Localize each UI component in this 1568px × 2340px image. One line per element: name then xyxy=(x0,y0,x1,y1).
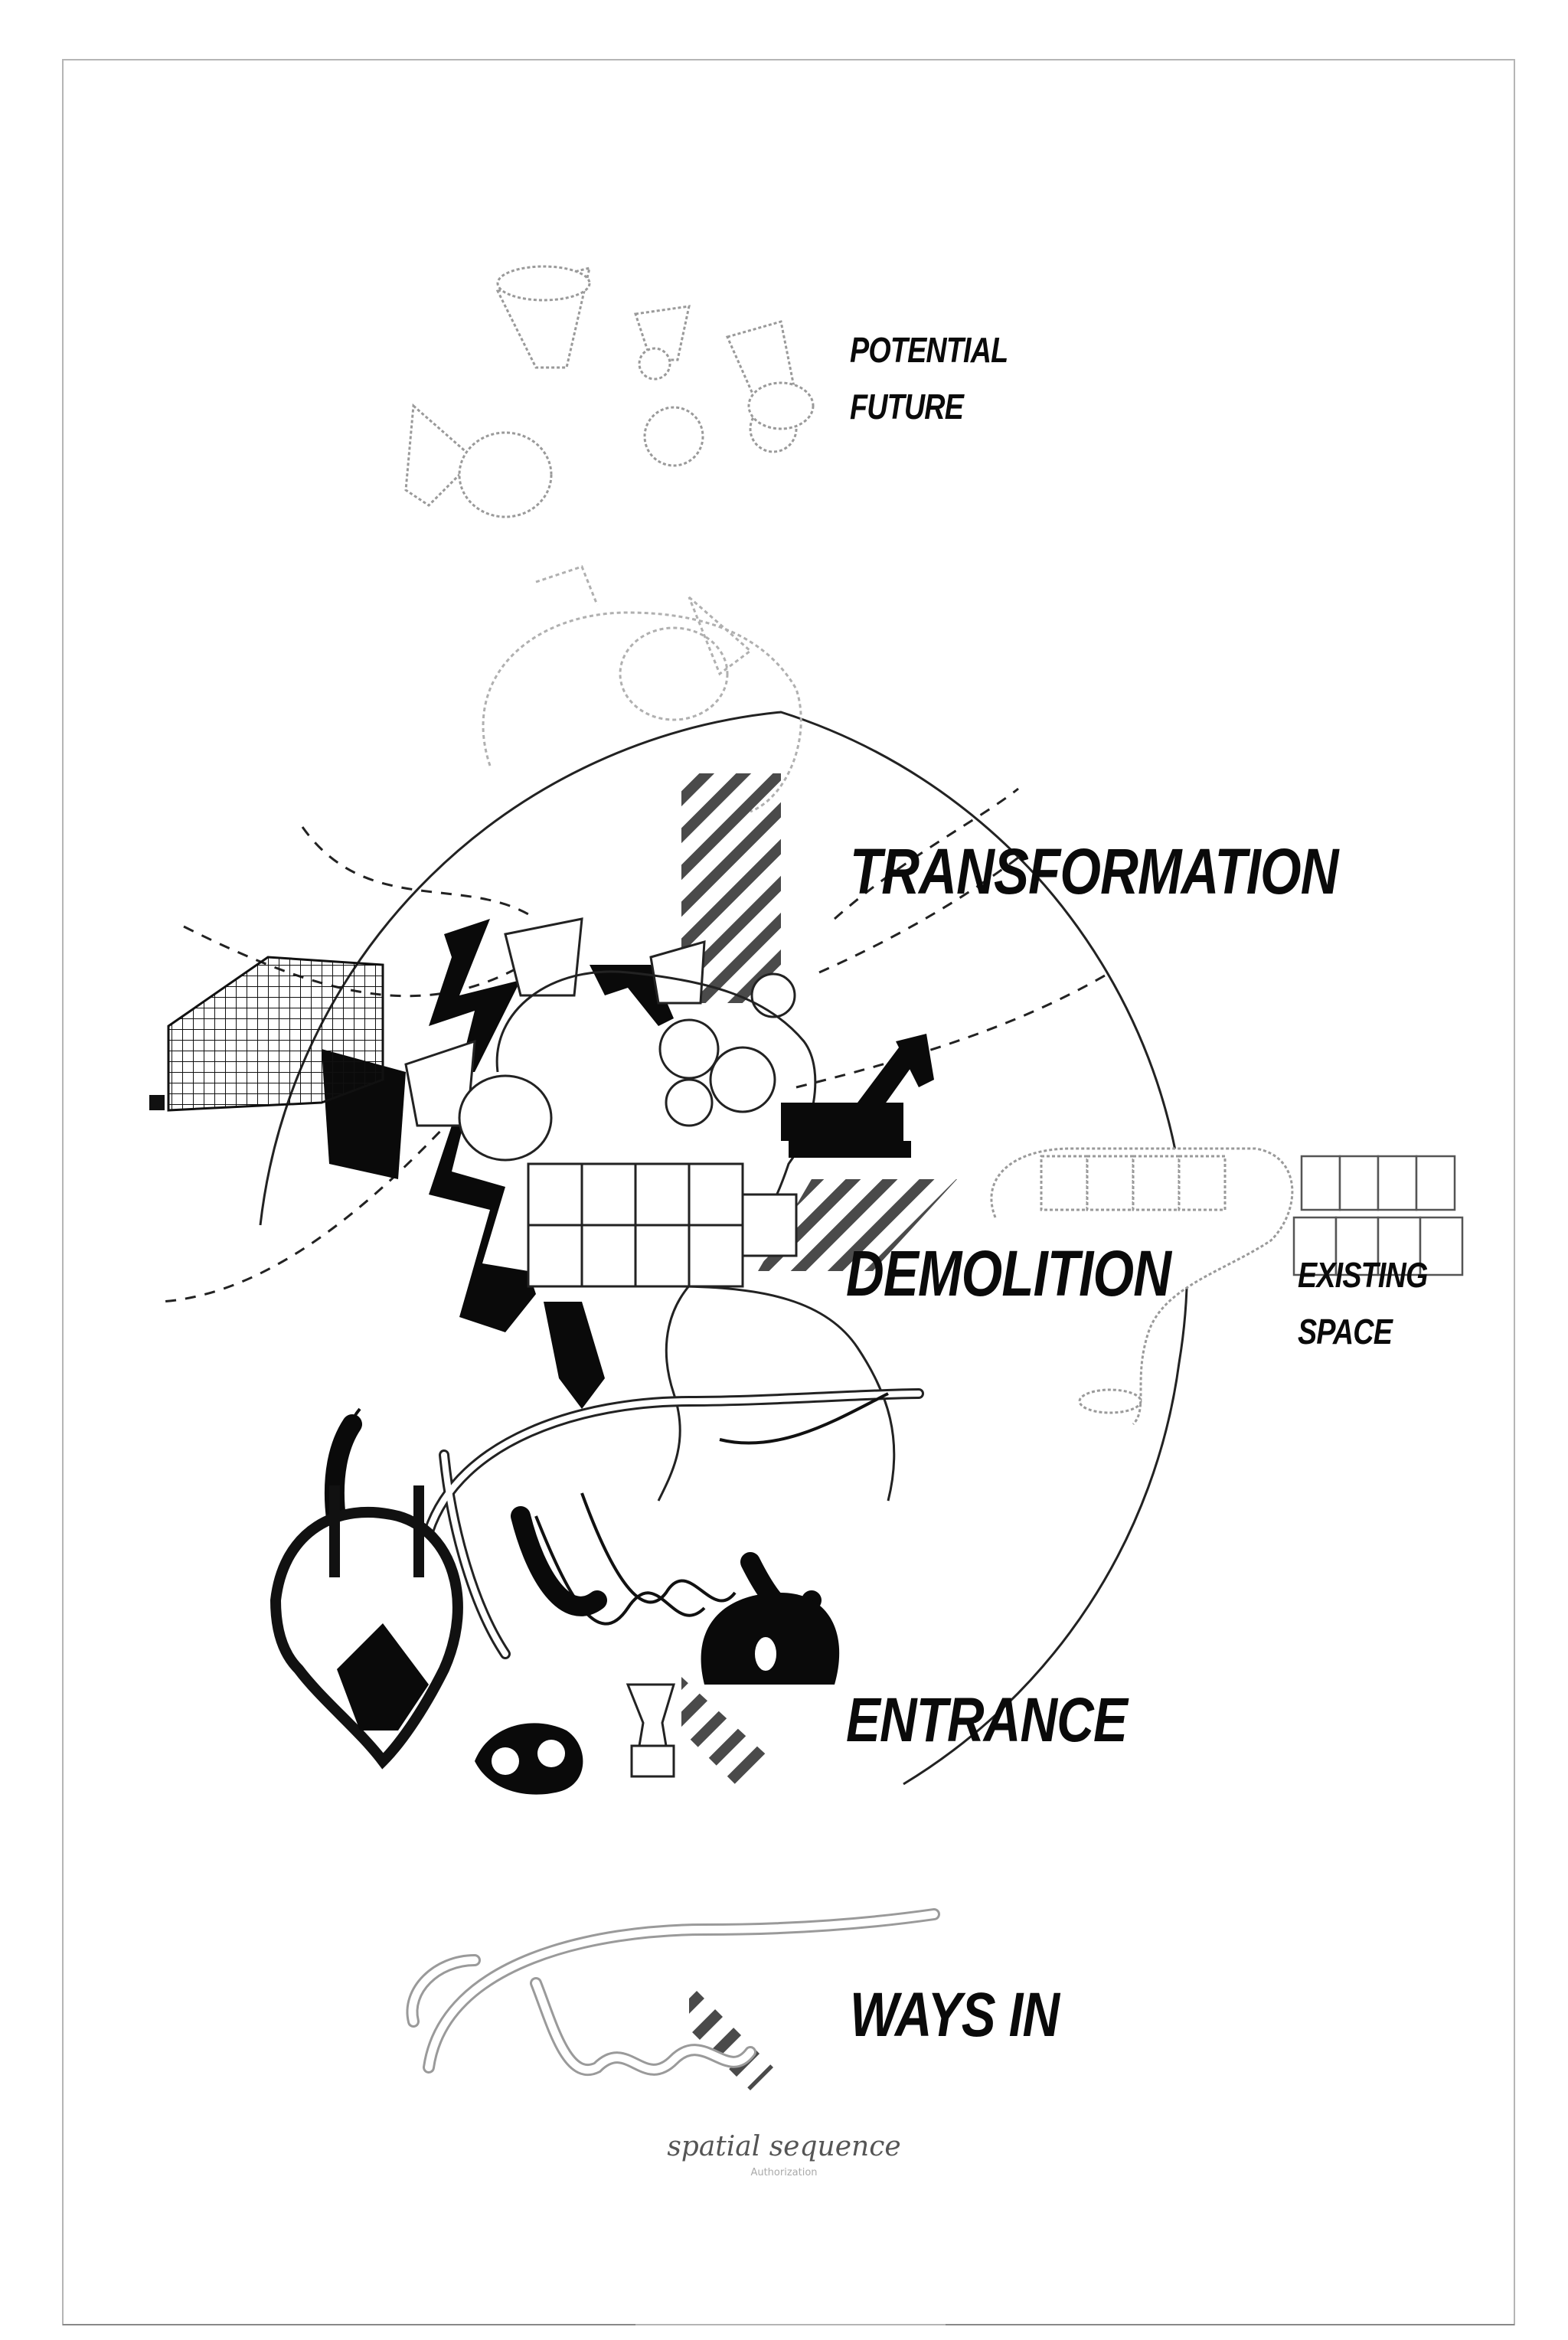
label-future: FUTURE xyxy=(850,378,1008,435)
label-potential: POTENTIAL xyxy=(850,322,1008,378)
entrance-tubes-inner xyxy=(429,1394,919,1654)
label-demolition: DEMOLITION xyxy=(846,1237,1171,1311)
potential-future-forms xyxy=(406,266,813,517)
label-space: SPACE xyxy=(1298,1303,1428,1360)
label-existing: EXISTING xyxy=(1298,1247,1428,1303)
label-ways-in: WAYS IN xyxy=(850,1979,1059,2051)
grid-panel xyxy=(149,957,383,1110)
label-existing-space: EXISTING SPACE xyxy=(1298,1247,1428,1360)
label-potential-future: POTENTIAL FUTURE xyxy=(850,322,1008,435)
cube-stack-center xyxy=(528,1164,796,1286)
caption-title: spatial sequence xyxy=(0,2131,1568,2162)
spool-icon xyxy=(628,1685,674,1776)
helmet-icon xyxy=(701,1593,840,1685)
label-entrance: ENTRANCE xyxy=(846,1685,1127,1757)
ways-in-stripe xyxy=(689,1983,773,2090)
goggles-icon xyxy=(475,1723,583,1794)
label-transformation: TRANSFORMATION xyxy=(850,835,1338,909)
entrance-stripe xyxy=(681,1677,773,1784)
caption-subtitle: Authorization xyxy=(0,2167,1568,2178)
excavator-icon xyxy=(781,1034,934,1158)
entrance-tubes xyxy=(429,1394,919,1654)
